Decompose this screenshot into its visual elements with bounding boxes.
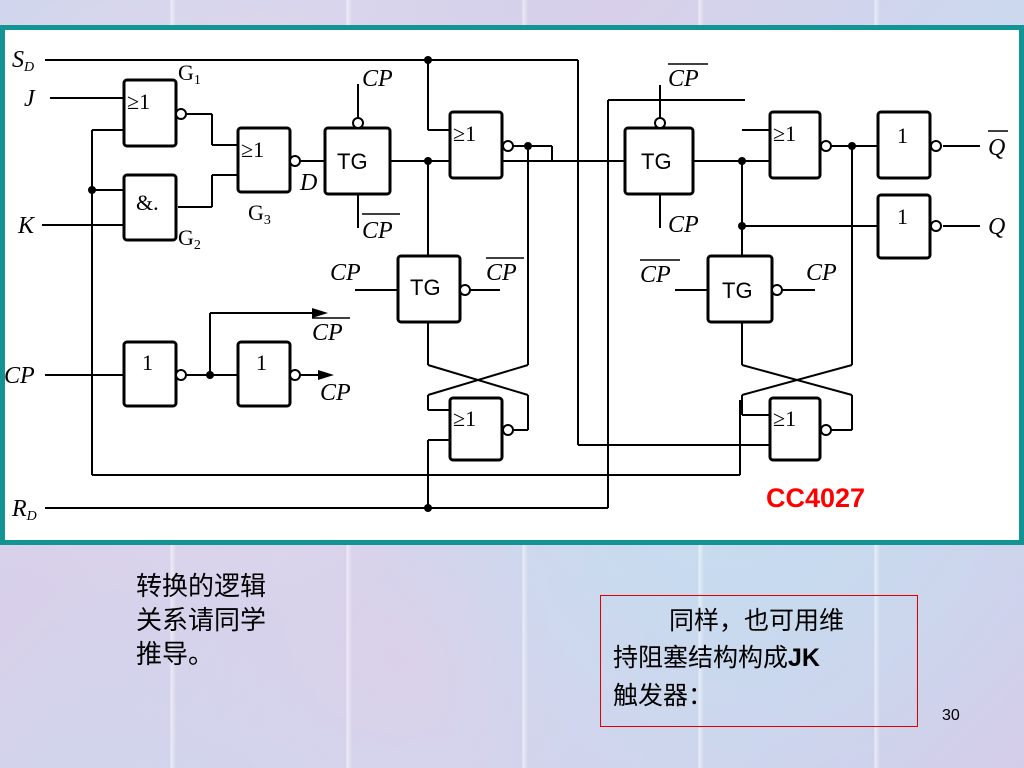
gate-slave-or (768, 110, 822, 180)
rd-label: RD (11, 496, 37, 524)
gate-slave-or-2 (768, 396, 822, 462)
cp-inv-2-symbol: 1 (256, 350, 267, 375)
note-left-line: 关系请同学 (136, 606, 267, 636)
tg-3-label: TG (641, 149, 672, 174)
tg-2-label: TG (410, 275, 441, 300)
j-label: J (24, 86, 36, 112)
note-right-line: 触发器： (613, 681, 714, 710)
gate-qbar-inv (876, 110, 932, 180)
note-right-jk: JK (788, 644, 820, 672)
g2-symbol: &. (136, 190, 159, 215)
tg3-cpbar-label: CP (668, 66, 699, 92)
qbar-inv-symbol: 1 (897, 123, 908, 148)
cp-inv-1-symbol: 1 (142, 350, 153, 375)
g1-symbol: ≥1 (127, 89, 150, 114)
gate-q-inv (876, 193, 932, 260)
qbar-output-label: Q (988, 135, 1005, 161)
slave-or-2-symbol: ≥1 (773, 406, 796, 431)
g3-label: G3 (248, 200, 271, 228)
gate-master-or-2 (448, 396, 504, 462)
tg3-cp-label: CP (668, 212, 699, 238)
tg1-cp-label: CP (362, 66, 393, 92)
gate-master-or (448, 110, 504, 180)
tg-1-label: TG (337, 149, 368, 174)
g1-label: G1 (178, 60, 201, 88)
d-label: D (299, 170, 317, 196)
tg4-cp-label: CP (806, 260, 837, 286)
tg4-cpbar-label: CP (640, 262, 671, 288)
tg2-cp-label: CP (330, 260, 361, 286)
slave-or-symbol: ≥1 (773, 121, 796, 146)
master-or-2-symbol: ≥1 (453, 406, 476, 431)
chip-label: CC4027 (766, 483, 866, 513)
cp-inv-cp-label: CP (320, 380, 351, 406)
tg1-cpbar-label: CP (362, 218, 393, 244)
sd-label: SD (12, 47, 34, 75)
page-number: 30 (942, 707, 960, 724)
q-output-label: Q (988, 214, 1005, 240)
note-right-line: 持阻塞结构构成 (613, 643, 789, 672)
note-right-line: 同样，也可用维 (669, 606, 845, 635)
cp-inv-cpbar-label: CP (312, 320, 343, 346)
note-left: 转换的逻辑 关系请同学 推导。 (136, 570, 316, 672)
note-left-line: 转换的逻辑 (136, 572, 267, 602)
note-right-box: 同样，也可用维 持阻塞结构构成JK 触发器： (600, 595, 918, 727)
tg2-cpbar-label: CP (486, 260, 517, 286)
g2-label: G2 (178, 225, 201, 253)
g3-symbol: ≥1 (241, 137, 264, 162)
q-inv-symbol: 1 (897, 204, 908, 229)
master-or-symbol: ≥1 (453, 121, 476, 146)
cp-input-label: CP (4, 363, 35, 389)
tg-4-label: TG (722, 278, 753, 303)
gate-g2 (122, 173, 178, 242)
note-left-line: 推导。 (136, 640, 215, 670)
k-label: K (17, 213, 36, 239)
